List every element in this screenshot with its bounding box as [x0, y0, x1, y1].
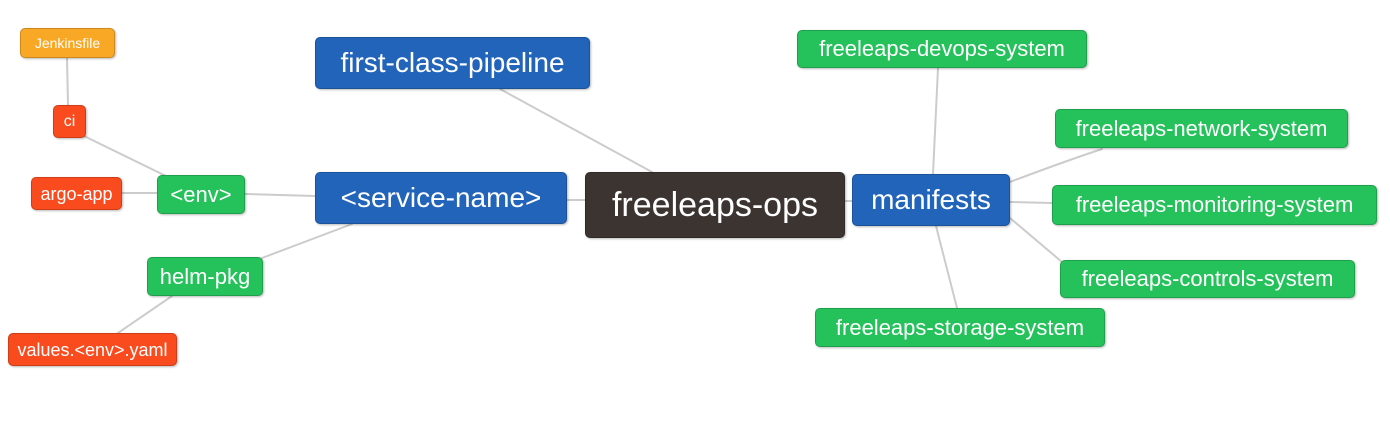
node-helm-pkg[interactable]: helm-pkg	[147, 257, 263, 296]
node-freeleaps-network-system[interactable]: freeleaps-network-system	[1055, 109, 1348, 148]
edge-pipeline-ops	[499, 88, 653, 173]
node-freeleaps-ops-label: freeleaps-ops	[611, 186, 818, 224]
node-manifests[interactable]: manifests	[852, 174, 1010, 226]
node-argo-app[interactable]: argo-app	[31, 177, 122, 210]
node-service-name-label: <service-name>	[340, 182, 542, 213]
node-freeleaps-devops-system-label: freeleaps-devops-system	[819, 36, 1065, 61]
edge-manifests-monitoring	[1009, 201, 1053, 204]
node-freeleaps-monitoring-system-label: freeleaps-monitoring-system	[1075, 192, 1354, 217]
edge-manifests-storage	[935, 225, 958, 309]
node-freeleaps-network-system-label: freeleaps-network-system	[1075, 115, 1328, 141]
node-values-env-yaml-label: values.<env>.yaml	[17, 339, 168, 360]
edge-manifests-devops	[932, 67, 939, 175]
node-freeleaps-devops-system[interactable]: freeleaps-devops-system	[797, 30, 1087, 68]
edge-ci-env	[83, 135, 169, 178]
node-jenkinsfile-label: Jenkinsfile	[34, 35, 101, 51]
edge-manifests-controls	[1009, 217, 1063, 263]
node-env-label: <env>	[170, 181, 232, 207]
node-helm-pkg-label: helm-pkg	[159, 263, 251, 289]
node-freeleaps-storage-system[interactable]: freeleaps-storage-system	[815, 308, 1105, 347]
node-freeleaps-controls-system[interactable]: freeleaps-controls-system	[1060, 260, 1355, 298]
edge-manifests-network	[1009, 148, 1103, 183]
node-service-name[interactable]: <service-name>	[315, 172, 567, 224]
node-jenkinsfile[interactable]: Jenkinsfile	[20, 28, 115, 58]
edge-jenkinsfile-ci	[66, 57, 69, 106]
node-freeleaps-ops-root[interactable]: freeleaps-ops	[585, 172, 845, 238]
node-freeleaps-storage-system-label: freeleaps-storage-system	[835, 314, 1085, 340]
node-argo-app-label: argo-app	[40, 183, 113, 204]
node-ci-label: ci	[63, 112, 76, 130]
node-first-class-pipeline-label: first-class-pipeline	[340, 47, 565, 78]
node-values-env-yaml[interactable]: values.<env>.yaml	[8, 333, 177, 366]
node-manifests-label: manifests	[871, 184, 991, 215]
node-freeleaps-monitoring-system[interactable]: freeleaps-monitoring-system	[1052, 185, 1377, 225]
node-first-class-pipeline[interactable]: first-class-pipeline	[315, 37, 590, 89]
edge-helmpkg-values	[117, 295, 173, 334]
node-freeleaps-controls-system-label: freeleaps-controls-system	[1081, 266, 1334, 291]
node-env[interactable]: <env>	[157, 175, 245, 214]
edge-servicename-helmpkg	[261, 223, 353, 259]
node-ci[interactable]: ci	[53, 105, 86, 138]
edge-env-servicename	[244, 193, 316, 197]
